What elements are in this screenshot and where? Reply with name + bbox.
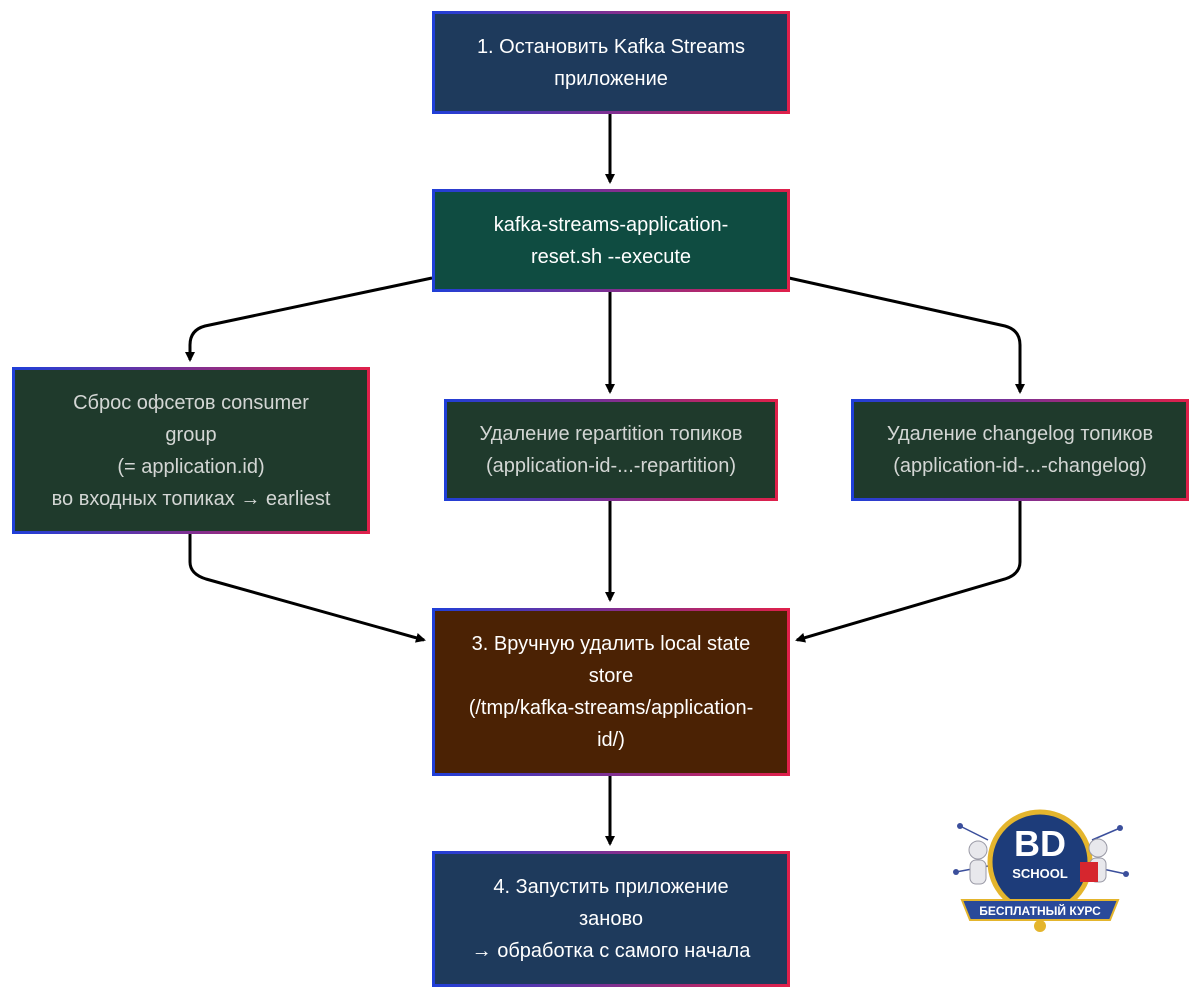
- node-restart-app-text: 4. Запустить приложение заново → обработ…: [472, 871, 751, 967]
- logo-line2: SCHOOL: [1012, 866, 1068, 881]
- node-text-line: 4. Запустить приложение: [493, 876, 729, 898]
- edge-changelog-to-state: [795, 501, 1022, 643]
- node-text-line: Удаление changelog топиков: [886, 423, 1154, 445]
- node-text-line: (application-id-...-changelog): [893, 455, 1147, 477]
- node-text-line: kafka-streams-application-: [493, 213, 729, 236]
- node-reset-offsets: Сброс офсетов consumer group (= applicat…: [12, 367, 370, 534]
- node-text-line: id/): [597, 729, 625, 751]
- edge-offsets-to-state: [188, 534, 426, 643]
- logo-ribbon: БЕСПЛАТНЫЙ КУРС: [979, 903, 1101, 918]
- node-text-line: (/tmp/kafka-streams/application-: [468, 697, 754, 719]
- node-stop-app: 1. Остановить Kafka Streams приложение: [432, 11, 790, 114]
- gift-icon: [1034, 920, 1046, 932]
- node-text-line: reset.sh --execute: [530, 245, 692, 268]
- node-text-line: Удаление repartition топиков: [479, 423, 743, 445]
- node-text-line: приложение: [554, 67, 668, 90]
- node-delete-repartition: Удаление repartition топиков (applicatio…: [444, 399, 778, 501]
- node-delete-state-text: 3. Вручную удалить local state store (/t…: [469, 628, 754, 756]
- node-text-line: store: [588, 665, 634, 687]
- node-text-line: во входных топиках → earliest: [51, 487, 331, 510]
- node-restart-app: 4. Запустить приложение заново → обработ…: [432, 851, 790, 987]
- node-delete-repartition-text: Удаление repartition топиков (applicatio…: [480, 418, 743, 482]
- node-reset-offsets-text: Сброс офсетов consumer group (= applicat…: [52, 387, 331, 515]
- node-text-line: (application-id-...-repartition): [485, 455, 737, 477]
- node-text-line: group: [165, 423, 217, 446]
- node-delete-changelog-text: Удаление changelog топиков (application-…: [887, 418, 1153, 482]
- node-text-line: (= application.id): [117, 455, 265, 478]
- bd-school-logo: BD SCHOOL БЕСПЛАТНЫЙ КУРС: [953, 809, 1129, 932]
- node-stop-app-text: 1. Остановить Kafka Streams приложение: [477, 31, 745, 95]
- node-text-line: 1. Остановить Kafka Streams: [476, 35, 746, 58]
- node-reset-tool: kafka-streams-application- reset.sh --ex…: [432, 189, 790, 292]
- logo-line1: BD: [1014, 823, 1066, 864]
- node-text-line: 3. Вручную удалить local state: [471, 633, 751, 655]
- node-text-line: Сброс офсетов consumer: [73, 391, 309, 414]
- node-text-line: заново: [579, 908, 643, 930]
- node-delete-state: 3. Вручную удалить local state store (/t…: [432, 608, 790, 776]
- edge-reset-to-changelog: [788, 276, 1025, 394]
- node-reset-tool-text: kafka-streams-application- reset.sh --ex…: [494, 209, 729, 273]
- node-text-line: → обработка с самого начала: [471, 940, 751, 962]
- edge-reset-to-offsets: [185, 276, 433, 362]
- node-delete-changelog: Удаление changelog топиков (application-…: [851, 399, 1189, 501]
